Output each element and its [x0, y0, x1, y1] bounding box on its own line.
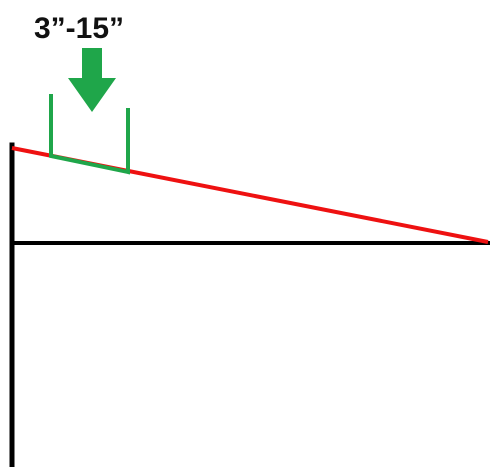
- dimension-label: 3”-15”: [34, 12, 124, 45]
- down-arrow-icon: [68, 48, 116, 112]
- range-bracket: [49, 94, 130, 175]
